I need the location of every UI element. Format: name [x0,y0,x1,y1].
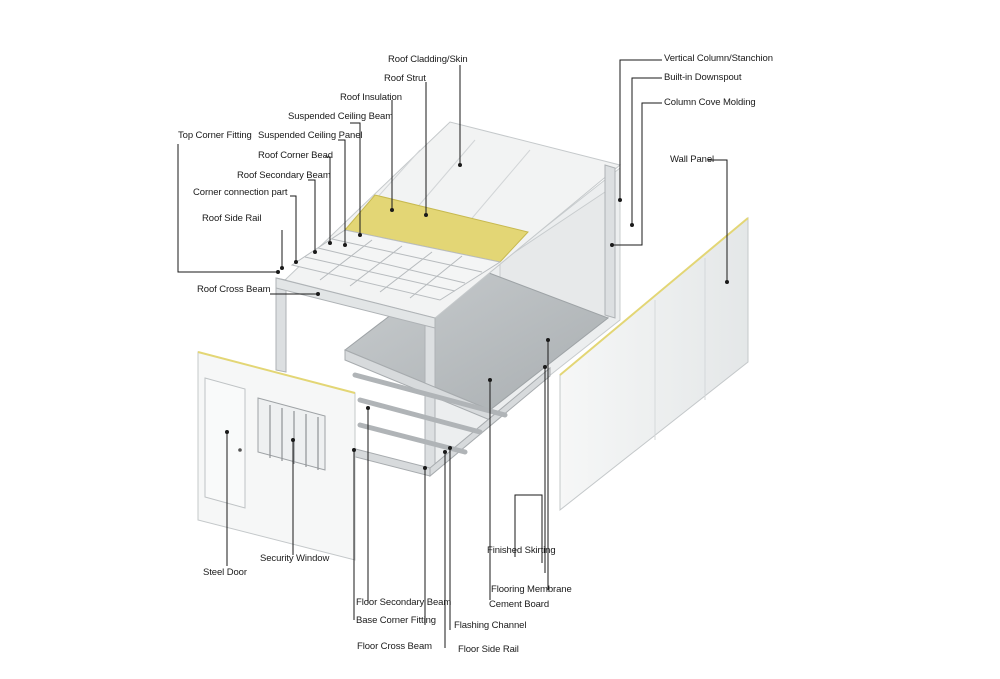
window-shape [257,397,326,471]
label-flooring-membrane: Flooring Membrane [491,584,572,595]
window-bars [269,405,319,470]
label-roof-cladding-skin: Roof Cladding/Skin [388,54,468,65]
label-floor-secondary-beam: Floor Secondary Beam [356,597,452,608]
label-suspended-ceiling-panel: Suspended Ceiling Panel [258,130,363,141]
door-handle [238,448,242,452]
front-wall-edge [197,351,356,394]
label-roof-cross-beam: Roof Cross Beam [197,284,271,295]
roof-cross-beam-shape [275,277,436,329]
label-security-window: Security Window [260,553,330,564]
label-top-corner-fitting: Top Corner Fitting [178,130,252,141]
floor-secondary-beams [352,372,508,455]
suspended-ceiling-grid [290,229,502,301]
label-roof-insulation: Roof Insulation [340,92,402,103]
label-corner-connection-part: Corner connection part [193,187,288,198]
label-roof-corner-bead: Roof Corner Bead [258,150,333,161]
leader-dots [225,163,729,470]
label-finished-skirting: Finished Skirting [487,545,556,556]
label-built-in-downspout: Built-in Downspout [664,72,742,83]
label-roof-secondary-beam: Roof Secondary Beam [237,170,331,181]
label-floor-cross-beam: Floor Cross Beam [357,641,432,652]
label-steel-door: Steel Door [203,567,247,578]
label-vertical-column-stanchion: Vertical Column/Stanchion [664,53,773,64]
label-roof-strut: Roof Strut [384,73,426,84]
leader-lines [177,59,728,648]
wall-panel-edge [559,217,749,376]
label-suspended-ceiling-beam: Suspended Ceiling Beam [288,111,394,122]
door-shape [204,377,246,509]
label-wall-panel: Wall Panel [670,154,715,165]
label-column-cove-molding: Column Cove Molding [664,97,756,108]
label-base-corner-fitting: Base Corner Fitting [356,615,436,626]
label-cement-board: Cement Board [489,599,550,610]
label-floor-side-rail: Floor Side Rail [458,644,519,655]
label-roof-side-rail: Roof Side Rail [202,213,262,224]
ceiling-grid-lines [304,238,483,299]
label-flashing-channel: Flashing Channel [454,620,527,631]
